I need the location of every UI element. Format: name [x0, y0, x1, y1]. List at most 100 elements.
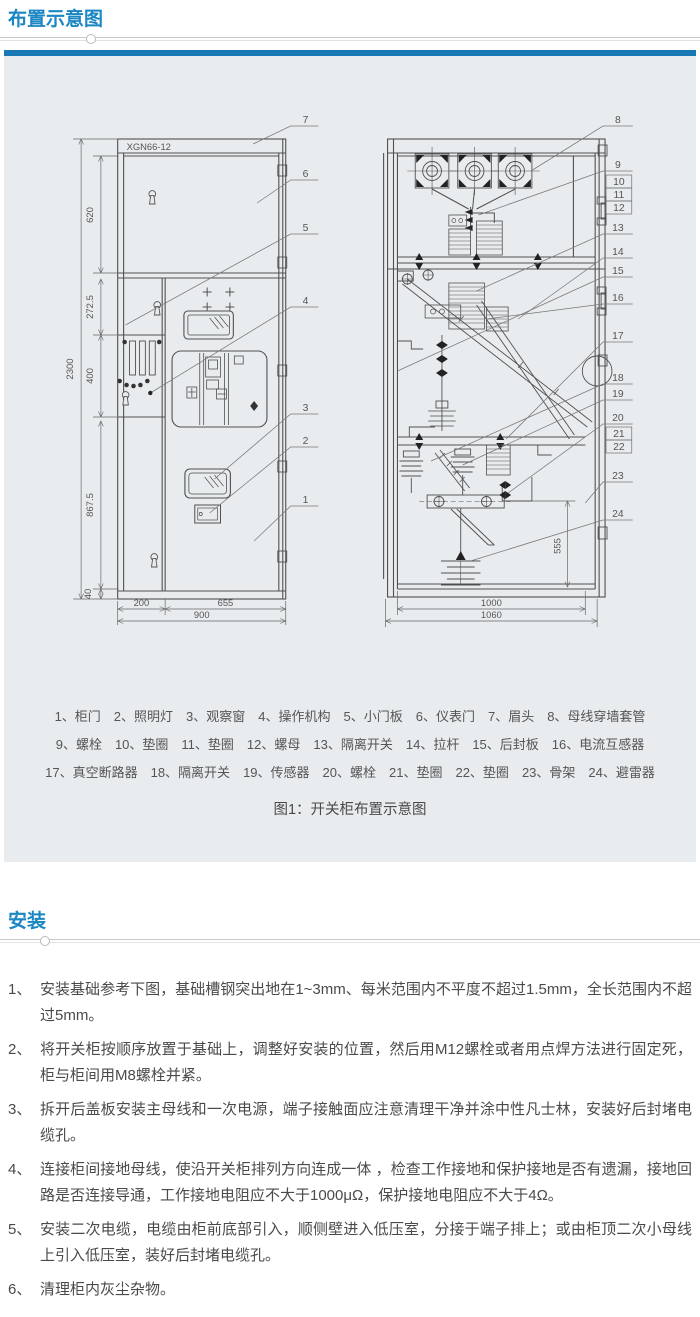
part-item: 10、垫圈	[115, 734, 168, 753]
callout-21: 21	[613, 429, 625, 440]
callout-20: 20	[612, 413, 624, 424]
callout-9: 9	[615, 160, 621, 171]
dim-867-5: 867.5	[85, 493, 96, 517]
install-item: 2、将开关柜按顺序放置于基础上，调整好安装的位置，然后用M12螺栓或者用点焊方法…	[8, 1037, 692, 1089]
shelf-bolts	[415, 253, 542, 270]
install-item-text: 连接柜间接地母线，使沿开关柜排列方向连成一体 ，检查工作接地和保护接地是否有遗漏…	[40, 1161, 692, 1204]
install-item-text: 安装二次电缆，电缆由柜前底部引入，顺侧壁进入低压室，分接于端子排上；或由柜顶二次…	[40, 1221, 692, 1264]
callout-18: 18	[612, 373, 624, 384]
model-label: XGN66-12	[127, 142, 171, 153]
layout-panel: XGN66-12	[4, 50, 696, 862]
callout-11: 11	[614, 190, 625, 201]
callout-23: 23	[612, 471, 624, 482]
part-item: 2、照明灯	[114, 706, 173, 725]
dim-2300: 2300	[65, 358, 76, 379]
callout-12: 12	[613, 203, 625, 214]
install-item-number: 4、	[8, 1157, 31, 1183]
front-view: XGN66-12	[117, 139, 286, 599]
callout-5: 5	[303, 223, 309, 234]
dim-555: 555	[553, 538, 564, 554]
install-list: 1、安装基础参考下图，基础槽钢突出地在1~3mm、每米范围内不平度不超过1.5m…	[8, 977, 692, 1303]
install-item: 4、连接柜间接地母线，使沿开关柜排列方向连成一体 ，检查工作接地和保护接地是否有…	[8, 1157, 692, 1209]
install-section-title: 安装	[8, 910, 700, 934]
part-item: 6、仪表门	[416, 706, 475, 725]
parts-row: 17、真空断路器 18、隔离开关 19、传感器 20、螺栓 21、垫圈 22、垫圈 23、骨…	[4, 762, 696, 781]
dim-40: 40	[83, 589, 94, 600]
callout-3: 3	[303, 403, 309, 414]
callout-14: 14	[612, 247, 624, 258]
part-item: 4、操作机构	[258, 706, 330, 725]
part-item: 17、真空断路器	[45, 762, 137, 781]
part-item: 13、隔离开关	[313, 734, 392, 753]
dim-900: 900	[194, 610, 210, 621]
callout-19: 19	[612, 389, 624, 400]
part-item: 19、传感器	[243, 762, 309, 781]
parts-row: 9、螺栓 10、垫圈 11、垫圈 12、螺母 13、隔离开关 14、拉杆 15、后封板 16、…	[4, 734, 696, 753]
callout-2: 2	[303, 436, 309, 447]
callout-1: 1	[303, 495, 309, 506]
callout-6: 6	[303, 169, 309, 180]
part-item: 23、骨架	[522, 762, 575, 781]
callout-7: 7	[303, 115, 309, 126]
callout-13: 13	[612, 223, 624, 234]
parts-row: 1、柜门 2、照明灯 3、观察窗 4、操作机构 5、小门板 6、仪表门 7、眉头 8、母线穿墙…	[4, 706, 696, 725]
callout-16: 16	[612, 293, 624, 304]
callout-8: 8	[615, 115, 621, 126]
callout-22: 22	[613, 442, 625, 453]
layout-section-title: 布置示意图	[8, 8, 700, 32]
dim-200: 200	[134, 598, 150, 609]
install-item: 1、安装基础参考下图，基础槽钢突出地在1~3mm、每米范围内不平度不超过1.5m…	[8, 977, 692, 1029]
part-item: 14、拉杆	[406, 734, 459, 753]
figure-caption: 图1：开关柜布置示意图	[4, 798, 696, 819]
side-view	[384, 139, 612, 597]
install-item: 3、拆开后盖板安装主母线和一次电源，端子接触面应注意清理干净并涂中性凡士林，安装…	[8, 1097, 692, 1149]
dim-1000: 1000	[481, 598, 502, 609]
dim-655: 655	[218, 598, 234, 609]
install-item: 6、清理柜内灰尘杂物。	[8, 1277, 692, 1303]
part-item: 16、电流互感器	[552, 734, 644, 753]
section-divider	[0, 939, 700, 943]
switchgear-layout-figure: XGN66-12	[4, 109, 696, 654]
divider-dot	[40, 936, 50, 946]
callout-10: 10	[613, 177, 625, 188]
part-item: 22、垫圈	[455, 762, 508, 781]
dim-620: 620	[85, 207, 96, 223]
part-item: 3、观察窗	[186, 706, 245, 725]
part-item: 1、柜门	[55, 706, 101, 725]
install-item-number: 5、	[8, 1217, 31, 1243]
install-item-number: 1、	[8, 977, 31, 1003]
dim-272-5: 272.5	[85, 295, 96, 319]
parts-list: 1、柜门 2、照明灯 3、观察窗 4、操作机构 5、小门板 6、仪表门 7、眉头 8、母线穿墙…	[4, 706, 696, 790]
divider-dot	[86, 34, 96, 44]
callout-4: 4	[303, 296, 309, 307]
callout-17: 17	[612, 331, 624, 342]
callout-24: 24	[612, 509, 624, 520]
dimensions: 2300 620 272.5 400 867.5 40 200 655 900 …	[65, 139, 597, 627]
part-item: 11、垫圈	[181, 734, 234, 753]
part-item: 24、避雷器	[588, 762, 654, 781]
panel-body: XGN66-12	[4, 56, 696, 862]
install-item-text: 将开关柜按顺序放置于基础上，调整好安装的位置，然后用M12螺栓或者用点焊方法进行…	[40, 1041, 692, 1084]
install-item-text: 安装基础参考下图，基础槽钢突出地在1~3mm、每米范围内不平度不超过1.5mm，…	[40, 981, 692, 1024]
part-item: 18、隔离开关	[151, 762, 230, 781]
part-item: 5、小门板	[344, 706, 403, 725]
layout-section-header: 布置示意图	[0, 8, 700, 41]
dim-400: 400	[85, 368, 96, 384]
install-section-header: 安装	[0, 910, 700, 943]
install-item-number: 3、	[8, 1097, 31, 1123]
part-item: 20、螺栓	[323, 762, 376, 781]
part-item: 9、螺栓	[56, 734, 102, 753]
dim-1060: 1060	[481, 610, 502, 621]
callout-15: 15	[612, 266, 624, 277]
section-divider	[0, 37, 700, 41]
part-item: 15、后封板	[472, 734, 538, 753]
part-item: 12、螺母	[247, 734, 300, 753]
install-item-text: 拆开后盖板安装主母线和一次电源，端子接触面应注意清理干净并涂中性凡士林，安装好后…	[40, 1101, 692, 1144]
part-item: 7、眉头	[488, 706, 534, 725]
install-item: 5、安装二次电缆，电缆由柜前底部引入，顺侧壁进入低压室，分接于端子排上；或由柜顶…	[8, 1217, 692, 1269]
part-item: 8、母线穿墙套管	[547, 706, 645, 725]
install-item-text: 清理柜内灰尘杂物。	[40, 1281, 175, 1298]
install-item-number: 2、	[8, 1037, 31, 1063]
part-item: 21、垫圈	[389, 762, 442, 781]
install-item-number: 6、	[8, 1277, 31, 1303]
